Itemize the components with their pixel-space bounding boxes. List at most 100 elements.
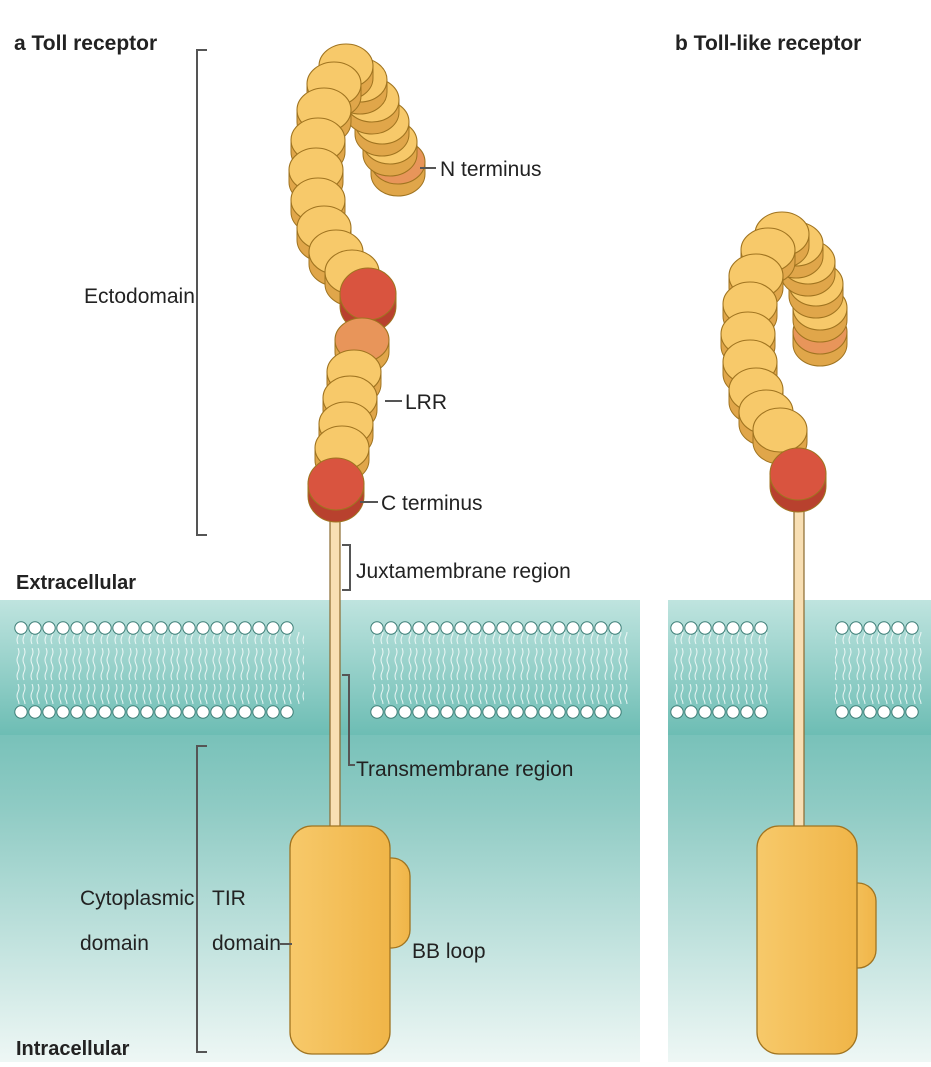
lipid-head — [483, 622, 495, 634]
lipid-head — [225, 706, 237, 718]
lipid-head — [267, 706, 279, 718]
lrr-label: LRR — [405, 391, 447, 414]
lipid-head — [43, 622, 55, 634]
lipid-head — [525, 622, 537, 634]
lipid-head — [253, 706, 265, 718]
lipid-head — [239, 706, 251, 718]
lipid-head — [113, 706, 125, 718]
panel-divider — [640, 0, 668, 1062]
lipid-head — [57, 706, 69, 718]
transmembrane-label: Transmembrane region — [356, 758, 574, 781]
lipid-head — [864, 706, 876, 718]
lipid-head — [57, 622, 69, 634]
lipid-head — [755, 622, 767, 634]
lipid-head — [371, 622, 383, 634]
lipid-head — [385, 706, 397, 718]
lipid-head — [71, 706, 83, 718]
lipid-head — [685, 622, 697, 634]
lipid-head — [713, 622, 725, 634]
lipid-head — [878, 706, 890, 718]
lrr-disc — [753, 408, 807, 452]
lipid-head — [183, 622, 195, 634]
transmembrane-stalk-a — [330, 500, 340, 830]
lipid-head — [727, 622, 739, 634]
ectodomain-label: Ectodomain — [84, 285, 195, 308]
lipid-head — [29, 706, 41, 718]
lipid-head — [71, 622, 83, 634]
lipid-head — [155, 622, 167, 634]
lipid-head — [225, 622, 237, 634]
lipid-head — [609, 706, 621, 718]
lipid-head — [671, 706, 683, 718]
lrr-disc — [770, 448, 826, 500]
tir-label-line2: domain — [212, 932, 281, 955]
lipid-head — [581, 706, 593, 718]
lipid-head — [281, 622, 293, 634]
lipid-head — [43, 706, 55, 718]
cytoplasmic-label-line2: domain — [80, 932, 149, 955]
lipid-head — [85, 706, 97, 718]
lipid-head — [197, 706, 209, 718]
lipid-head — [581, 622, 593, 634]
lipid-head — [371, 706, 383, 718]
lipid-head — [483, 706, 495, 718]
lipid-head — [878, 622, 890, 634]
extracellular-label: Extracellular — [16, 572, 136, 594]
lipid-head — [15, 622, 27, 634]
lipid-head — [267, 622, 279, 634]
lipid-head — [567, 622, 579, 634]
panel-a-title: a Toll receptor — [14, 32, 157, 55]
lipid-head — [455, 622, 467, 634]
lipid-head — [469, 622, 481, 634]
lipid-head — [183, 706, 195, 718]
lrr-disc — [308, 458, 364, 510]
lipid-head — [699, 622, 711, 634]
lipid-tails-b-left — [670, 632, 770, 704]
tir-label-line1: TIR — [212, 887, 246, 910]
lipid-head — [497, 622, 509, 634]
cytoplasmic-label-line1: Cytoplasmic — [80, 887, 194, 910]
lipid-head — [906, 622, 918, 634]
lipid-head — [99, 622, 111, 634]
lipid-head — [892, 706, 904, 718]
lipid-head — [169, 706, 181, 718]
lipid-head — [836, 706, 848, 718]
lipid-head — [595, 622, 607, 634]
lipid-head — [595, 706, 607, 718]
lipid-head — [441, 622, 453, 634]
lipid-head — [553, 706, 565, 718]
lipid-head — [85, 622, 97, 634]
lipid-head — [427, 706, 439, 718]
n-terminus-label: N terminus — [440, 158, 542, 181]
intracellular-label: Intracellular — [16, 1038, 130, 1060]
lipid-head — [127, 706, 139, 718]
bb-loop-label: BB loop — [412, 940, 486, 963]
lipid-head — [755, 706, 767, 718]
lipid-head — [609, 622, 621, 634]
lipid-head — [539, 622, 551, 634]
lipid-head — [567, 706, 579, 718]
lipid-head — [671, 622, 683, 634]
lipid-head — [385, 622, 397, 634]
lipid-head — [836, 622, 848, 634]
lipid-head — [906, 706, 918, 718]
lipid-head — [713, 706, 725, 718]
lipid-head — [113, 622, 125, 634]
tir-domain-a — [290, 826, 390, 1054]
lipid-head — [239, 622, 251, 634]
lipid-head — [525, 706, 537, 718]
lipid-head — [539, 706, 551, 718]
lipid-head — [15, 706, 27, 718]
lipid-tails-b-right — [835, 632, 925, 704]
lipid-head — [413, 622, 425, 634]
lipid-tails-a-left — [14, 632, 304, 704]
lipid-head — [892, 622, 904, 634]
lipid-head — [413, 706, 425, 718]
lipid-head — [511, 622, 523, 634]
lipid-head — [553, 622, 565, 634]
lipid-head — [455, 706, 467, 718]
lipid-head — [141, 706, 153, 718]
lipid-head — [29, 622, 41, 634]
lipid-head — [197, 622, 209, 634]
